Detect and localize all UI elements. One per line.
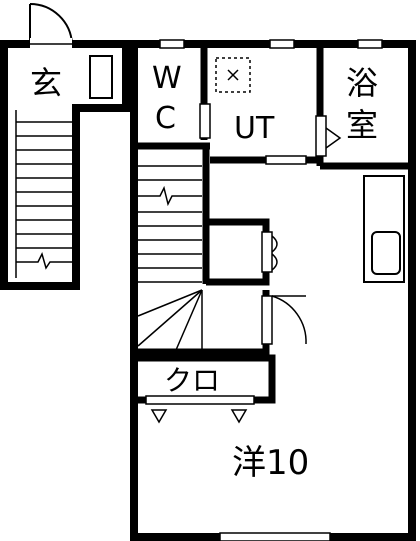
entrance-block: 玄 [0,2,130,290]
utility-label: UT [234,111,275,146]
wc-door [199,103,211,139]
wc-label-top: W [152,61,182,96]
entrance-label: 玄 [30,64,62,102]
closet-doors [145,395,255,405]
closet: クロ [145,364,255,424]
wc-label-bottom: C [155,101,176,136]
bath-label-top: 浴 [346,64,378,102]
bath-room: 浴 室 [315,64,378,157]
western-room-label: 洋10 [232,443,309,483]
bath-label-bottom: 室 [346,106,378,144]
main-outer-wall [130,40,416,541]
windows [159,39,383,541]
shoe-cabinet [89,55,113,99]
interior-stairs [137,165,203,351]
entrance-stairs [15,110,72,278]
wc-room: W C [152,61,211,139]
utility-room: UT [215,57,307,165]
entrance-door-swing [29,2,73,45]
stair-door [261,295,307,345]
washer-space [215,57,251,93]
cabinet-doors [261,231,278,273]
kitchen-counter [363,175,405,283]
bath-door [315,115,327,157]
kitchen-sink [371,231,401,275]
utility-door [265,155,307,165]
closet-label: クロ [164,364,220,397]
